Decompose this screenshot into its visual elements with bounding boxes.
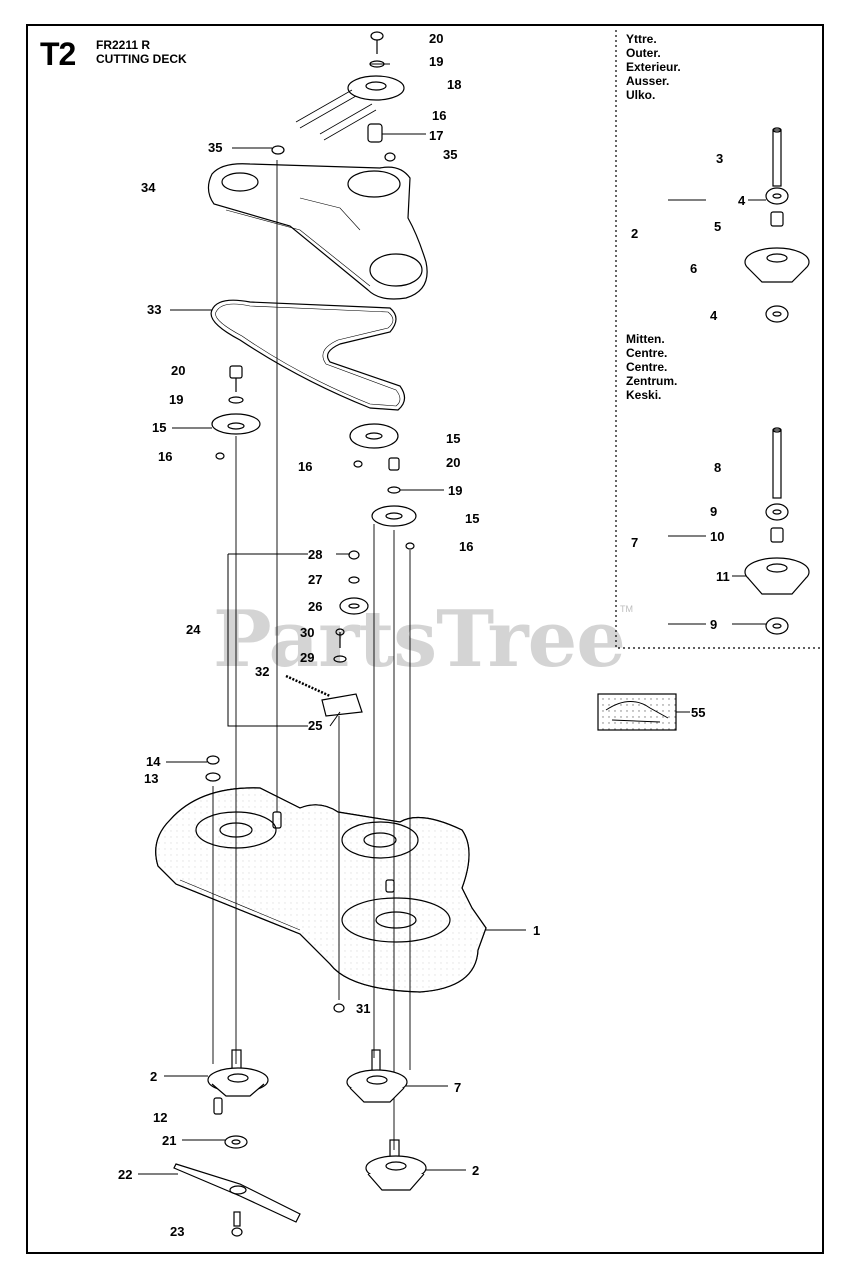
callout-27: 27 [308,572,323,587]
legend-outer-line: Exterieur. [626,60,681,74]
center-spindle [346,1049,408,1103]
callout-24: 24 [186,622,201,637]
callout-9: 9 [710,504,718,519]
callout-9: 9 [710,617,718,632]
callout-35: 35 [443,147,458,162]
center-spindle-exploded [744,427,810,635]
page-frame [26,24,824,1254]
callout-28: 28 [308,547,323,562]
callout-4: 4 [710,308,718,323]
callout-34: 34 [141,180,156,195]
bolt-31 [333,1003,345,1013]
callout-7: 7 [454,1080,462,1095]
cutting-deck-housing [155,787,487,993]
callout-20: 20 [429,31,444,46]
legend-outer-line: Ausser. [626,74,670,88]
callout-19: 19 [169,392,184,407]
assembly-lines [212,160,411,1150]
callout-16: 16 [432,108,447,123]
callout-17: 17 [429,128,444,143]
legend-center-line: Zentrum. [626,374,678,388]
leader-lines [138,63,766,1175]
callout-20: 20 [446,455,461,470]
tensioner-assembly [227,550,369,727]
middle-idler-stack [349,423,417,550]
callout-10: 10 [710,529,725,544]
washer-13 [205,772,221,782]
legend-outer-line: Yttre. [626,32,657,46]
legend-center-line: Centre. [626,346,668,360]
left-spindle [207,1049,269,1149]
decal-thumbnail [597,693,677,731]
legend-center-line: Mitten. [626,332,665,346]
outer-spindle-exploded [744,127,810,323]
callout-15: 15 [465,511,480,526]
callout-15: 15 [152,420,167,435]
callout-7: 7 [631,535,639,550]
callout-19: 19 [429,54,444,69]
left-idler-stack [211,365,261,460]
callout-32: 32 [255,664,270,679]
callout-14: 14 [146,754,161,769]
top-pulley-stack [271,31,405,162]
callout-13: 13 [144,771,159,786]
section-code: T2 [40,36,76,72]
nut-14 [206,755,220,765]
callout-33: 33 [147,302,162,317]
callout-22: 22 [118,1167,133,1182]
callout-55: 55 [691,705,706,720]
callout-2: 2 [631,226,639,241]
callout-6: 6 [690,261,698,276]
legend-outer-line: Ulko. [626,88,656,102]
callout-29: 29 [300,650,315,665]
callout-30: 30 [300,625,315,640]
legend-center-line: Keski. [626,388,662,402]
callout-20: 20 [171,363,186,378]
callout-16: 16 [459,539,474,554]
callout-15: 15 [446,431,461,446]
mower-blade [173,1163,301,1223]
callout-8: 8 [714,460,722,475]
callout-16: 16 [158,449,173,464]
callout-4: 4 [738,193,746,208]
legend-outer: Yttre. Outer. Exterieur. Ausser. Ulko. [626,32,681,102]
watermark-trademark: TM [620,604,633,614]
diagram-title: CUTTING DECK [96,52,187,66]
callout-3: 3 [716,151,724,166]
callout-18: 18 [447,77,462,92]
model-number: FR2211 R [96,38,151,52]
legend-outer-line: Outer. [626,46,661,60]
callout-16: 16 [298,459,313,474]
legend-center: Mitten. Centre. Centre. Zentrum. Keski. [626,332,677,402]
callout-19: 19 [448,483,463,498]
callout-5: 5 [714,219,722,234]
deck-top-cover [207,163,428,300]
callout-2: 2 [472,1163,480,1178]
right-spindle [365,1139,427,1191]
inset-border [615,30,822,649]
callout-23: 23 [170,1224,185,1239]
callout-2: 2 [150,1069,158,1084]
callout-35: 35 [208,140,223,155]
blade-hub [229,1185,247,1195]
callout-1: 1 [533,923,541,938]
model-block: FR2211 R CUTTING DECK [96,38,187,66]
watermark: PartsTree [213,594,626,685]
callout-25: 25 [308,718,323,733]
legend-center-line: Centre. [626,360,668,374]
callout-21: 21 [162,1133,177,1148]
drive-belt [210,299,406,411]
callout-31: 31 [356,1001,371,1016]
callout-12: 12 [153,1110,168,1125]
callout-26: 26 [308,599,323,614]
callout-11: 11 [716,569,730,584]
blade-bolt [233,1211,241,1227]
